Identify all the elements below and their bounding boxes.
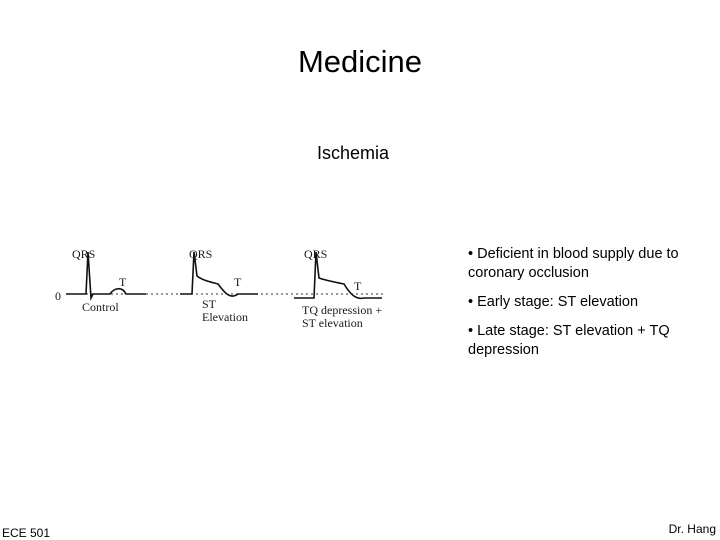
panel-1-caption: Control xyxy=(82,300,119,314)
panel-3-qrs-label: QRS xyxy=(304,247,328,261)
panel-3-caption-line-1: TQ depression + xyxy=(302,303,383,317)
panel-3-caption-line-2: ST elevation xyxy=(302,316,363,330)
panel-2-caption-line-2: Elevation xyxy=(202,310,248,324)
bullet-item: • Deficient in blood supply due to coron… xyxy=(468,246,679,281)
bullet-item: • Late stage: ST elevation + TQ depressi… xyxy=(468,323,670,358)
panel-1-t-label: T xyxy=(119,275,127,289)
slide-subtitle: Ischemia xyxy=(317,143,390,163)
tq-depression-trace xyxy=(294,251,382,300)
bullet-item: • Early stage: ST elevation xyxy=(468,294,639,310)
panel-2-t-label: T xyxy=(234,275,242,289)
st-elevation-trace xyxy=(180,251,258,297)
ecg-traces xyxy=(66,251,384,302)
ecg-figure: 0 QRS T Control QRS T ST Elevation QRS T… xyxy=(52,238,397,338)
baseline-zero-label: 0 xyxy=(55,289,61,303)
panel-2-qrs-label: QRS xyxy=(189,247,213,261)
panel-3-t-label: T xyxy=(354,279,362,293)
panel-2-caption-line-1: ST xyxy=(202,297,217,311)
control-trace xyxy=(66,251,146,302)
footer-course: ECE 501 xyxy=(2,526,51,540)
footer-author: Dr. Hang xyxy=(668,522,716,536)
panel-1-qrs-label: QRS xyxy=(72,247,96,261)
bullet-list: • Deficient in blood supply due to coron… xyxy=(468,245,708,370)
slide-title: Medicine xyxy=(297,44,423,79)
